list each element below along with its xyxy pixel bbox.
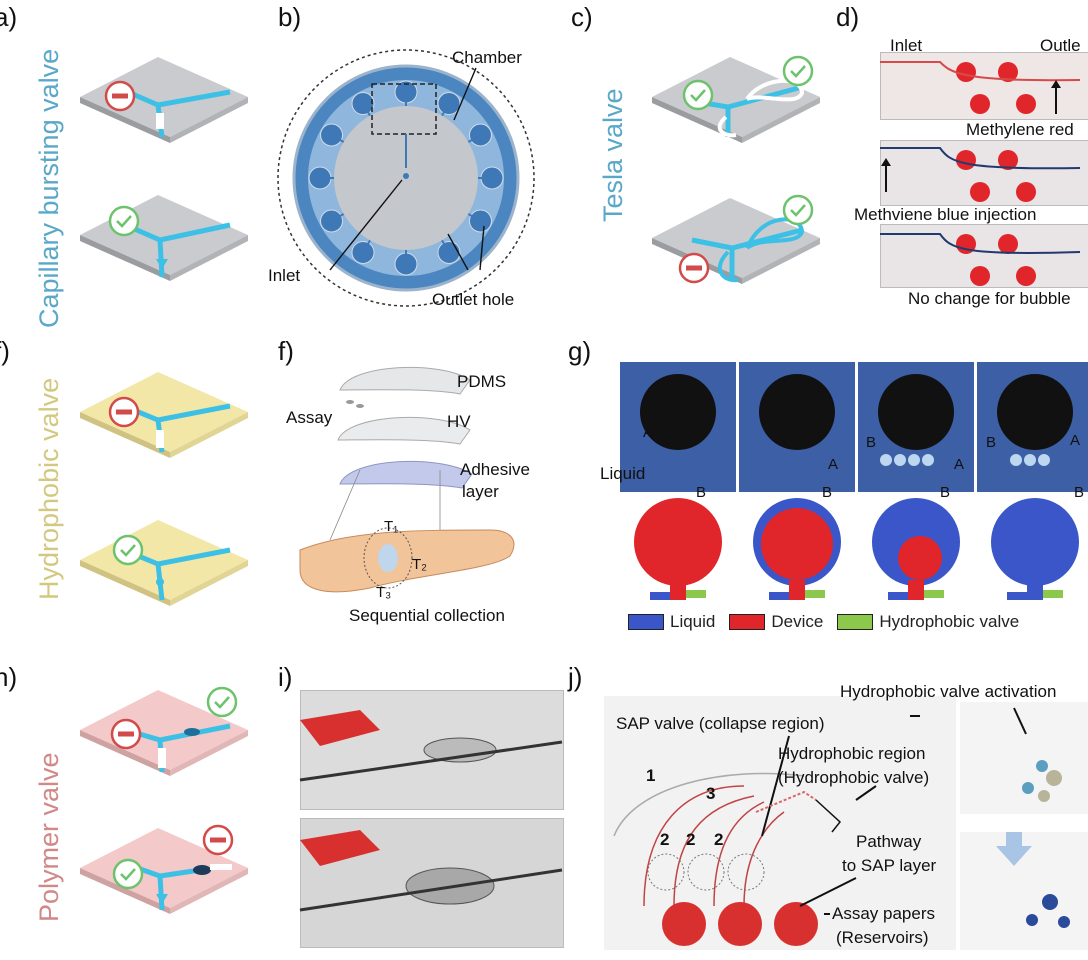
j-num-3: 3 — [706, 784, 716, 803]
pathway-label-1: Pathway — [856, 832, 922, 851]
j-inset-top — [960, 702, 1088, 814]
panel-label-i: i) — [278, 662, 293, 692]
chamber-label: Chamber — [452, 48, 522, 67]
panel-label-c: c) — [571, 2, 593, 32]
j-num-2a: 2 — [660, 830, 670, 849]
chamber-channel — [441, 239, 446, 247]
g-label-a1: A — [643, 424, 654, 441]
j-num-1: 1 — [646, 766, 656, 785]
chamber-channel — [366, 109, 371, 117]
chamber-circle — [351, 92, 375, 116]
pathway-label-2: to SAP layer — [842, 856, 937, 875]
g-label-b2: B — [822, 484, 833, 501]
hydrophobic-region-label-1: Hydrophobic region — [778, 744, 926, 763]
chamber-channel — [366, 239, 371, 247]
chamber-channel — [337, 138, 345, 143]
adhesive-label-2: layer — [462, 482, 499, 501]
g-label-b5: B — [986, 434, 997, 451]
chamber-circle — [394, 252, 418, 276]
j-overlay — [613, 707, 1070, 946]
panel-label-g: g) — [568, 336, 592, 366]
j-num-2b: 2 — [686, 830, 696, 849]
hydrophobic-region-label-2: (Hydrophobic valve) — [778, 768, 930, 787]
chamber-channel — [441, 109, 446, 117]
no-change-label: No change for bubble — [908, 289, 1071, 308]
hv-activation-label: Hydrophobic valve activation — [840, 682, 1057, 701]
j-num-2c: 2 — [714, 830, 724, 849]
patch-exploded-diagram — [299, 366, 515, 593]
chamber-channel — [467, 213, 475, 218]
i-render-overlay — [299, 710, 563, 912]
chamber-circle — [468, 123, 492, 147]
assay-label: Assay — [286, 408, 333, 427]
g-label-b1: B — [696, 484, 707, 501]
legend-swatch-hydrophobic — [837, 614, 874, 630]
assay-papers-label-1: Assay papers — [832, 904, 935, 923]
d-inlet-label: Inlet — [890, 36, 923, 55]
g-label-b3: B — [866, 434, 877, 451]
g-simulation-drawings — [634, 374, 1079, 600]
panel-label-b: b) — [278, 2, 302, 32]
chamber-circle — [351, 240, 375, 264]
circular-chip-diagram — [277, 49, 535, 307]
pdms-label: PDMS — [457, 372, 507, 391]
chamber-circle — [320, 209, 344, 233]
legend-swatch-liquid — [628, 614, 664, 630]
panel-label-f: f) — [278, 336, 294, 366]
tesla-photo-overlay — [880, 61, 1081, 286]
chamber-circle — [437, 240, 461, 264]
legend-label-liquid: Liquid — [670, 612, 716, 631]
t2-label: T₂ — [412, 556, 427, 573]
legend-swatch-device — [729, 614, 766, 630]
adhesive-label-1: Adhesive — [460, 460, 530, 479]
g-label-a4: A — [1070, 432, 1081, 449]
chamber-circle — [468, 209, 492, 233]
panel-label-e: f) — [0, 336, 10, 366]
g-liquid-label: Liquid — [600, 464, 646, 483]
chamber-channel — [337, 213, 345, 218]
panel-label-h: h) — [0, 662, 18, 692]
g-label-b6: B — [1074, 484, 1085, 501]
methylene-red-label: Methylene red — [966, 120, 1074, 139]
panel-label-a: a) — [0, 2, 18, 32]
g-label-b4: B — [940, 484, 951, 501]
chamber-circle — [480, 166, 504, 190]
chamber-circle — [437, 92, 461, 116]
t3-label: T₃ — [376, 584, 392, 601]
chamber-circle — [308, 166, 332, 190]
inlet-label: Inlet — [268, 266, 301, 285]
assay-papers-label-2: (Reservoirs) — [836, 928, 929, 947]
panel-label-d: d) — [836, 2, 860, 32]
g-legend: Liquid Device Hydrophobic valve — [628, 612, 1019, 632]
legend-label-device: Device — [771, 612, 824, 631]
sap-valve-label: SAP valve (collapse region) — [616, 714, 825, 733]
panel-label-j: j) — [568, 662, 583, 692]
g-label-a2: A — [828, 456, 839, 473]
outlet-hole-label: Outlet hole — [432, 290, 515, 309]
chamber-channel — [467, 138, 475, 143]
t1-label: T₁ — [384, 518, 399, 535]
hv-label: HV — [447, 412, 471, 431]
methylene-blue-label: Methviene blue injection — [854, 205, 1037, 224]
d-outlet-label: Outle — [1040, 36, 1081, 55]
sequential-collection-label: Sequential collection — [349, 606, 505, 625]
g-label-a3: A — [954, 456, 965, 473]
j-main-diagram — [604, 696, 956, 950]
chamber-circle — [320, 123, 344, 147]
legend-label-hydrophobic: Hydrophobic valve — [879, 612, 1020, 631]
